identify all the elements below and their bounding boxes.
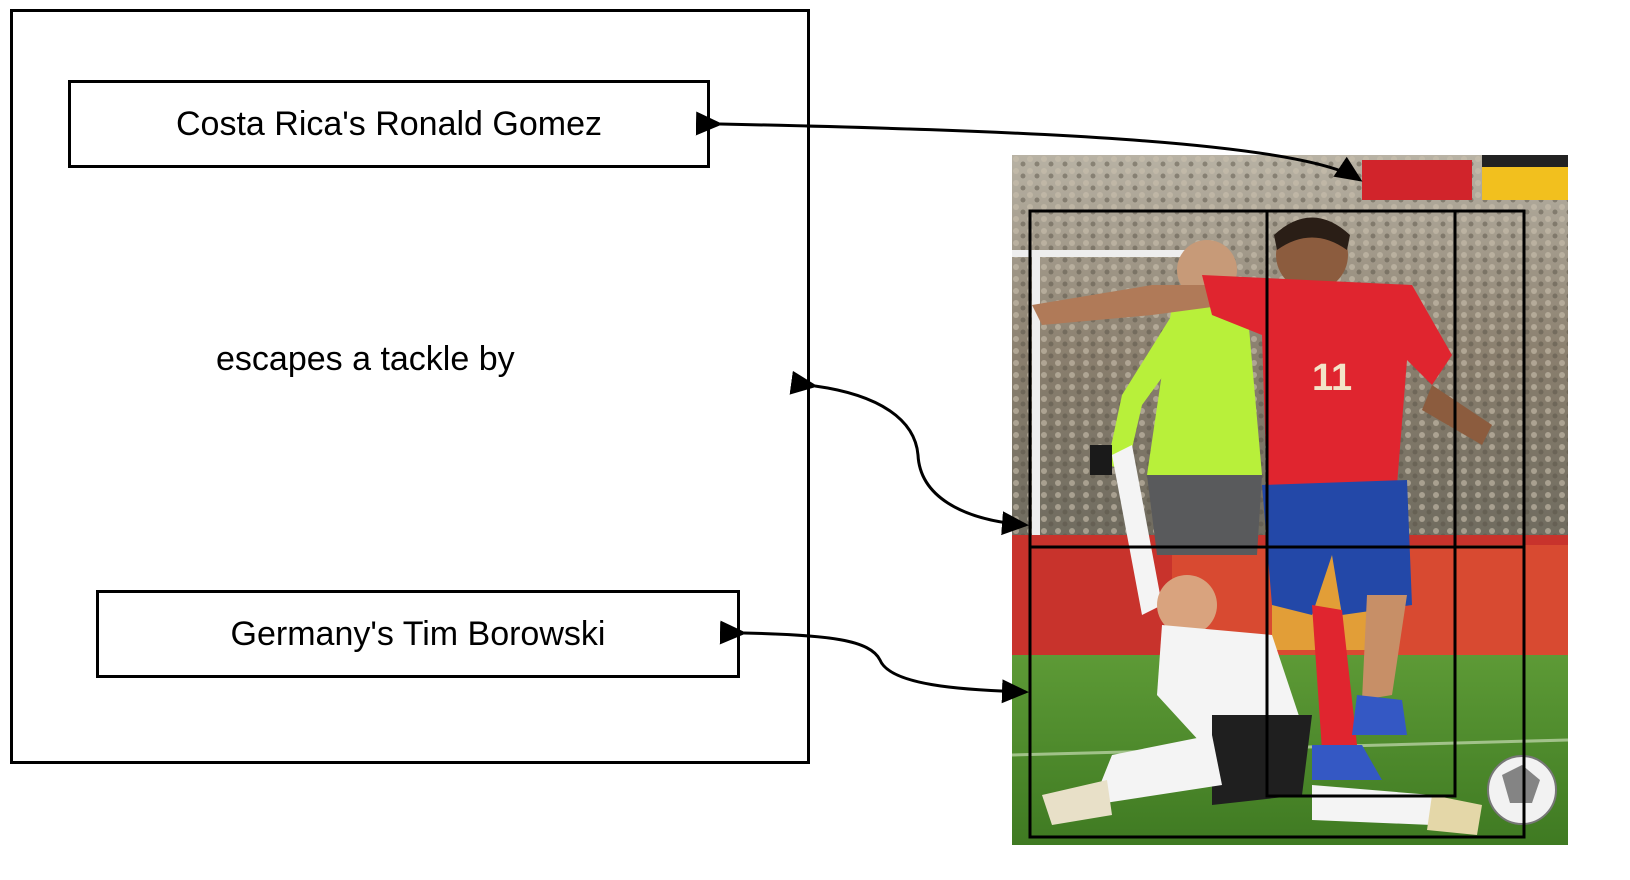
svg-text:11: 11 <box>1312 357 1352 399</box>
relation-label: escapes a tackle by <box>216 340 515 378</box>
subject-label: Costa Rica's Ronald Gomez <box>176 104 602 143</box>
object-label-box: Germany's Tim Borowski <box>96 590 740 678</box>
relation-connector-arrow <box>789 370 1029 536</box>
subject-label-box: Costa Rica's Ronald Gomez <box>68 80 710 168</box>
object-label: Germany's Tim Borowski <box>230 614 606 653</box>
soccer-photo-illustration: 11 <box>1012 155 1568 845</box>
soccer-photo: 11 <box>1012 155 1568 845</box>
soccer-ball-icon <box>1487 755 1557 825</box>
